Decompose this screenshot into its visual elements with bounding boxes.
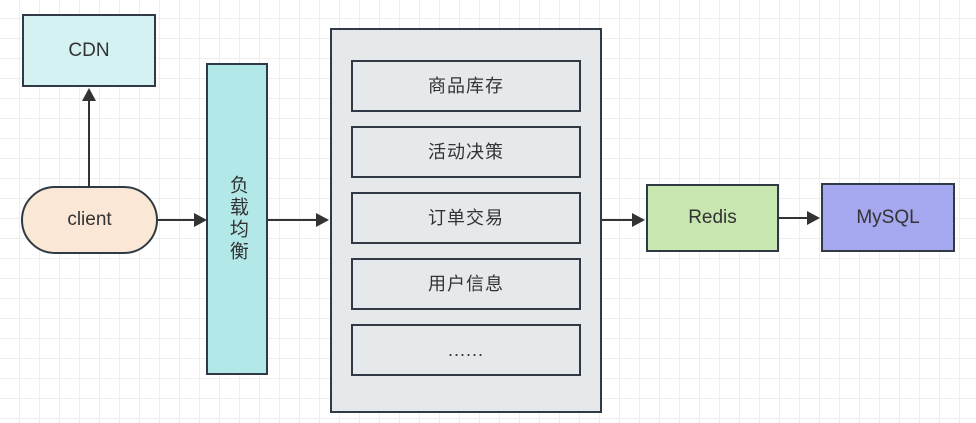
service-box-activity-decision[interactable]: 活动决策 xyxy=(351,126,581,178)
node-mysql-label: MySQL xyxy=(856,206,920,228)
arrow-right-icon xyxy=(316,213,329,227)
service-label: 用户信息 xyxy=(428,273,504,294)
node-client[interactable]: client xyxy=(21,186,158,254)
node-load-balancer-label: 负载均衡 xyxy=(226,175,248,263)
node-cdn[interactable]: CDN xyxy=(22,14,156,87)
service-box-user-info[interactable]: 用户信息 xyxy=(351,258,581,310)
node-client-label: client xyxy=(67,209,112,231)
service-label: 商品库存 xyxy=(428,75,504,96)
node-services-container[interactable]: 商品库存 活动决策 订单交易 用户信息 ...... xyxy=(330,28,602,413)
arrow-right-icon xyxy=(194,213,207,227)
node-load-balancer[interactable]: 负载均衡 xyxy=(206,63,268,375)
node-cdn-label: CDN xyxy=(68,39,110,61)
arrow-right-icon xyxy=(632,213,645,227)
service-box-product-inventory[interactable]: 商品库存 xyxy=(351,60,581,112)
edge-client-to-load-balancer xyxy=(158,219,196,221)
service-box-ellipsis[interactable]: ...... xyxy=(351,324,581,376)
edge-client-to-cdn xyxy=(88,100,90,188)
node-mysql[interactable]: MySQL xyxy=(821,183,955,252)
edge-services-to-redis xyxy=(602,219,634,221)
arrow-right-icon xyxy=(807,211,820,225)
node-redis[interactable]: Redis xyxy=(646,184,779,252)
edge-load-balancer-to-services xyxy=(268,219,318,221)
service-label: ...... xyxy=(447,339,484,360)
arrow-up-icon xyxy=(82,88,96,101)
node-redis-label: Redis xyxy=(688,207,737,229)
edge-redis-to-mysql xyxy=(779,217,809,219)
service-label: 活动决策 xyxy=(428,141,504,162)
service-box-order-transaction[interactable]: 订单交易 xyxy=(351,192,581,244)
service-label: 订单交易 xyxy=(428,207,504,228)
